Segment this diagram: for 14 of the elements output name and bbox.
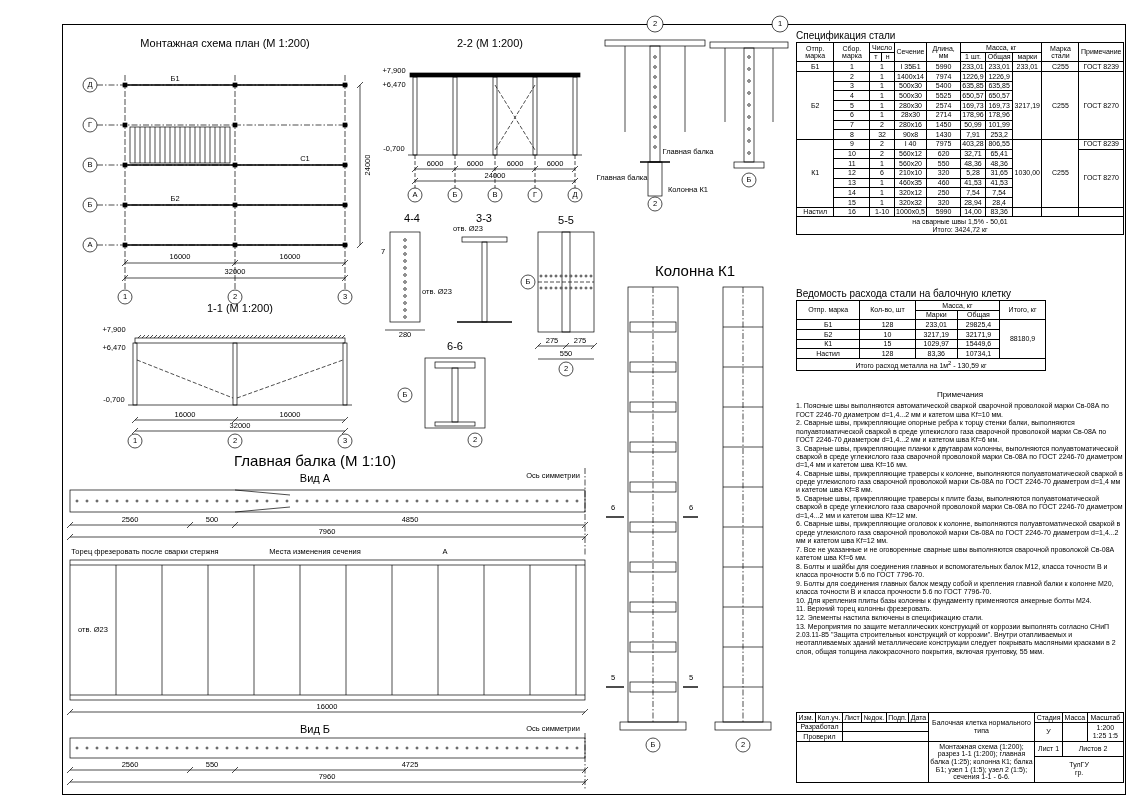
view-title: 6-6 [447,340,463,352]
view-title: 3-3 [476,212,492,224]
view-title: 4-4 [404,212,420,224]
view-title: Колонна К1 [654,262,736,278]
view-title: 5-5 [558,214,574,226]
view-title: Вид А [299,472,331,484]
table-title: Ведомость расхода стали на балочную клетку [796,288,1011,299]
view-title: Главная балка (М 1:10) [234,452,396,468]
view-title: 1-1 (М 1:200) [207,302,273,314]
view-title: Монтажная схема план (М 1:200) [140,37,310,49]
notes-heading: Примечания [935,390,985,400]
table-title: Спецификация стали [796,30,896,41]
view-title: 2-2 (М 1:200) [457,37,523,49]
view-title: Вид Б [299,723,331,735]
